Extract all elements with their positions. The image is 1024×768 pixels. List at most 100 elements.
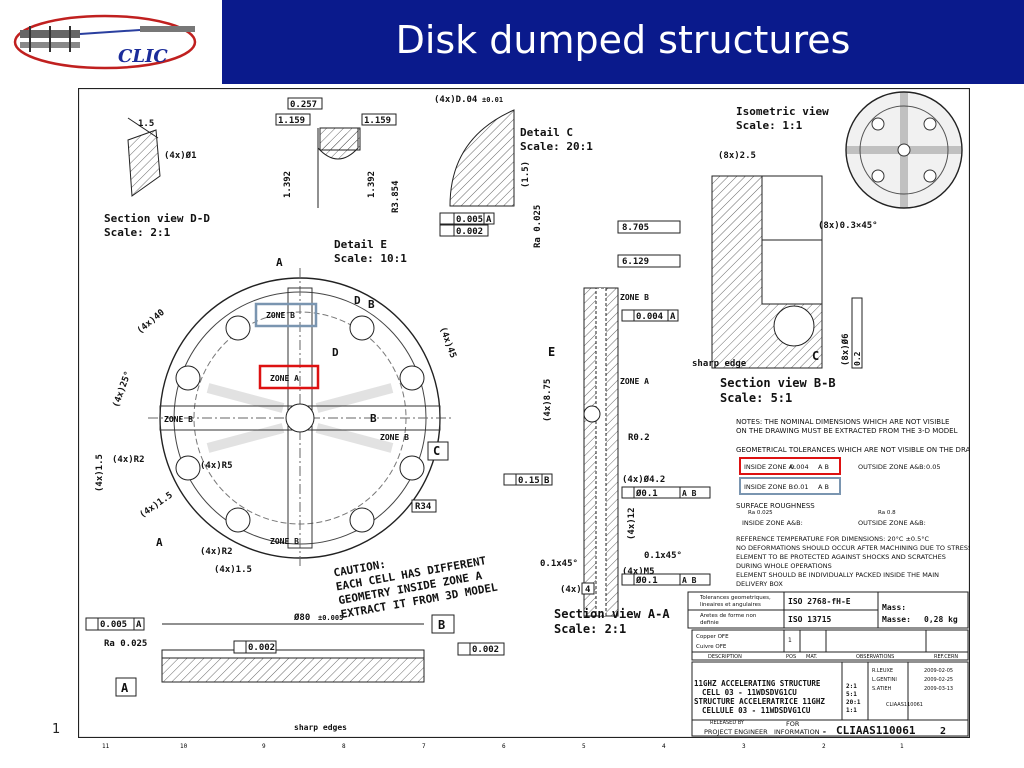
tb-dt2: 2009-02-25	[924, 677, 953, 683]
slide-title: Disk dumped structures	[395, 18, 851, 62]
tb-main3: STRUCTURE ACCELERATRICE 11GHZ	[694, 697, 825, 706]
aa-d7: 0.1x45°	[644, 551, 682, 561]
grid-1: 1	[900, 743, 904, 750]
note-inside-b: INSIDE ZONE B:	[744, 483, 795, 491]
tb-drawing-no: CLIAAS110061	[836, 724, 916, 737]
isometric-view: Isometric view Scale: 1:1	[736, 91, 963, 209]
tb-sheet: 2	[940, 726, 946, 737]
section-aa: 8.705 6.129 ZONE B 0.004 A ZONE A E (4x)…	[503, 220, 711, 636]
note-inside-b-val: 0.01	[794, 483, 808, 491]
bb-label-c: C	[812, 349, 819, 363]
tb-tol2: lineaires et angulaires	[700, 602, 761, 608]
c-title: Detail C	[520, 126, 573, 139]
front-label-a-top: A	[276, 256, 283, 269]
aa-d3: (4x)8.75	[543, 379, 553, 422]
tb-mat2: Cuivre OFE	[696, 644, 727, 650]
aa-d6: (4x)M5	[622, 567, 655, 577]
note-inside-a-ref: A B	[818, 463, 829, 471]
aa-zone-b: ZONE B	[620, 293, 649, 302]
notes-block: NOTES: THE NOMINAL DIMENSIONS WHICH ARE …	[736, 418, 1003, 588]
note-r3: ELEMENT TO BE PROTECTED AGAINST SHOCKS A…	[736, 553, 946, 561]
note-rough-in-val: Ra 0.025	[748, 510, 773, 516]
tb-information: INFORMATION	[774, 728, 820, 736]
note-r5: ELEMENT SHOULD BE INDIVIDUALLY PACKED IN…	[736, 571, 939, 579]
tb-col-desc: DESCRIPTION	[708, 654, 742, 660]
side-label-b: B	[438, 618, 445, 632]
dd-dim1: 1.5	[138, 119, 154, 129]
bb-d1: (8x)2.5	[718, 151, 756, 161]
grid-3: 3	[742, 743, 746, 750]
aa-tol-zb-ref: A	[670, 312, 676, 322]
aa-label-e: E	[548, 345, 555, 359]
aa-r: R0.2	[628, 433, 650, 443]
grid-11: 11	[102, 743, 110, 750]
grid-7: 7	[422, 743, 426, 750]
section-dd: 1.5 (4x)Ø1 Section view D-D Scale: 2:1	[104, 117, 210, 239]
bb-title: Section view B-B	[720, 376, 836, 390]
section-bb: (8x)2.5 (8x)0.3×45° (8x)Ø6 0.2 sharp edg…	[692, 151, 878, 405]
c-scale: Scale: 20:1	[520, 140, 593, 153]
front-dr2a: (4x)R2	[112, 455, 145, 465]
tb-tol3: Aretes de forme non	[700, 613, 757, 619]
aa-tol3-ref: B	[544, 476, 550, 486]
note-outside-ab-val: 0.05	[926, 463, 940, 471]
note-r6: DELIVERY BOX	[736, 580, 783, 588]
e-title: Detail E	[334, 238, 387, 251]
tb-iso2: ISO 13715	[788, 615, 832, 624]
tb-p1: R.LEUXE	[872, 668, 893, 674]
zone-b-top: ZONE B	[266, 311, 295, 320]
zone-a: ZONE A	[270, 374, 299, 383]
side-tol2: 0.002	[248, 643, 275, 653]
front-label-d2: D	[332, 346, 339, 359]
aa-title: Section view A-A	[554, 607, 670, 621]
side-label-a: A	[121, 681, 129, 695]
bb-sharp: sharp edge	[692, 359, 747, 369]
front-label-a-bot: A	[156, 536, 163, 549]
note-r2: NO DEFORMATIONS SHOULD OCCUR AFTER MACHI…	[736, 544, 970, 552]
tb-for: FOR	[786, 720, 800, 728]
iso-title: Isometric view	[736, 105, 829, 118]
tb-project-engineer: PROJECT ENGINEER	[704, 728, 768, 736]
side-tol3: 0.002	[472, 645, 499, 655]
note-inside-a-val: 0.004	[790, 463, 809, 471]
front-label-d1: D	[354, 294, 361, 307]
aa-zone-a: ZONE A	[620, 377, 649, 386]
aa-tol5: Ø0.1	[635, 575, 658, 586]
side-view: 0.005 A Ra 0.025 Ø80 ±0.005 0.002 0.002 …	[85, 612, 505, 732]
dd-scale: Scale: 2:1	[104, 226, 171, 239]
tb-p3: S.ATIEH	[872, 686, 891, 692]
slide-number: 1	[52, 722, 61, 737]
front-dr5: (4x)R5	[200, 461, 233, 471]
engineering-drawing: 1.5 (4x)Ø1 Section view D-D Scale: 2:1 0…	[77, 87, 1003, 739]
tb-mass-val: 0,28 kg	[924, 615, 958, 624]
bb-d3: (8x)Ø6	[840, 333, 851, 366]
note-rough-out: OUTSIDE ZONE A&B:	[858, 519, 926, 527]
note-rough-title: SURFACE ROUGHNESS	[736, 502, 815, 510]
c-tol2: 0.002	[456, 227, 483, 237]
tb-scale1: 2:1	[846, 683, 857, 690]
e-scale: Scale: 10:1	[334, 252, 407, 265]
tb-main4: CELLULE 03 - 11WDSDVG1CU	[702, 706, 811, 715]
aa-d8: 0.1x45°	[540, 559, 578, 569]
side-tol1-ref: A	[136, 620, 142, 630]
e-d5: 1.392	[367, 171, 377, 198]
tb-scale3: 20:1	[846, 699, 861, 706]
note-rough-in: INSIDE ZONE A&B:	[742, 519, 803, 527]
e-d3: 1.159	[364, 116, 391, 126]
bb-d2: (8x)0.3×45°	[818, 221, 878, 231]
tb-tol4: definie	[700, 620, 719, 626]
aa-d9-box: 4	[585, 585, 591, 595]
aa-tol-zb: 0.004	[636, 312, 664, 322]
zone-b-bottom: ZONE B	[270, 537, 299, 546]
aa-tol4: Ø0.1	[635, 488, 658, 499]
tb-p2: L.GENTINI	[872, 677, 897, 683]
detail-e: 0.257 1.159 1.159 1.392 1.392 R3.854 Det…	[275, 97, 407, 265]
tb-mass-label2: Masse:	[882, 615, 911, 624]
tb-main2: CELL 03 - 11WDSDVG1CU	[702, 688, 797, 697]
side-tol1: 0.005	[100, 620, 127, 630]
tb-col-ref: REF.CERN	[934, 654, 958, 660]
tb-iso1: ISO 2768-fH-E	[788, 597, 851, 606]
grid-4: 4	[662, 743, 666, 750]
front-label-b2: B	[370, 412, 377, 425]
grid-2: 2	[822, 743, 826, 750]
